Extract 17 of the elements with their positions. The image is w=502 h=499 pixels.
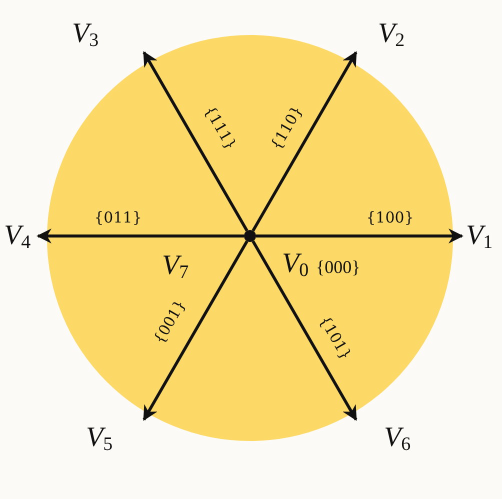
edge-label: {100}	[366, 210, 414, 226]
vector-label: V$_{5}$	[86, 424, 113, 454]
arrow	[36, 228, 244, 244]
vector-label: {000}	[316, 258, 360, 276]
vector-label: V$_{1}$	[466, 222, 493, 252]
vector-label: V$_{0}$	[282, 250, 309, 280]
vector-label: V$_{7}$	[162, 252, 189, 282]
vector-label: V$_{4}$	[4, 222, 31, 252]
edge-label: {011}	[94, 210, 142, 226]
arrow	[252, 51, 358, 232]
vector-label: V$_{2}$	[378, 20, 405, 50]
arrow	[142, 240, 248, 421]
arrow	[256, 228, 464, 244]
arrow	[142, 51, 248, 232]
vector-label: V$_{3}$	[72, 20, 99, 50]
arrow	[252, 240, 358, 421]
vector-label: V$_{6}$	[384, 424, 411, 454]
